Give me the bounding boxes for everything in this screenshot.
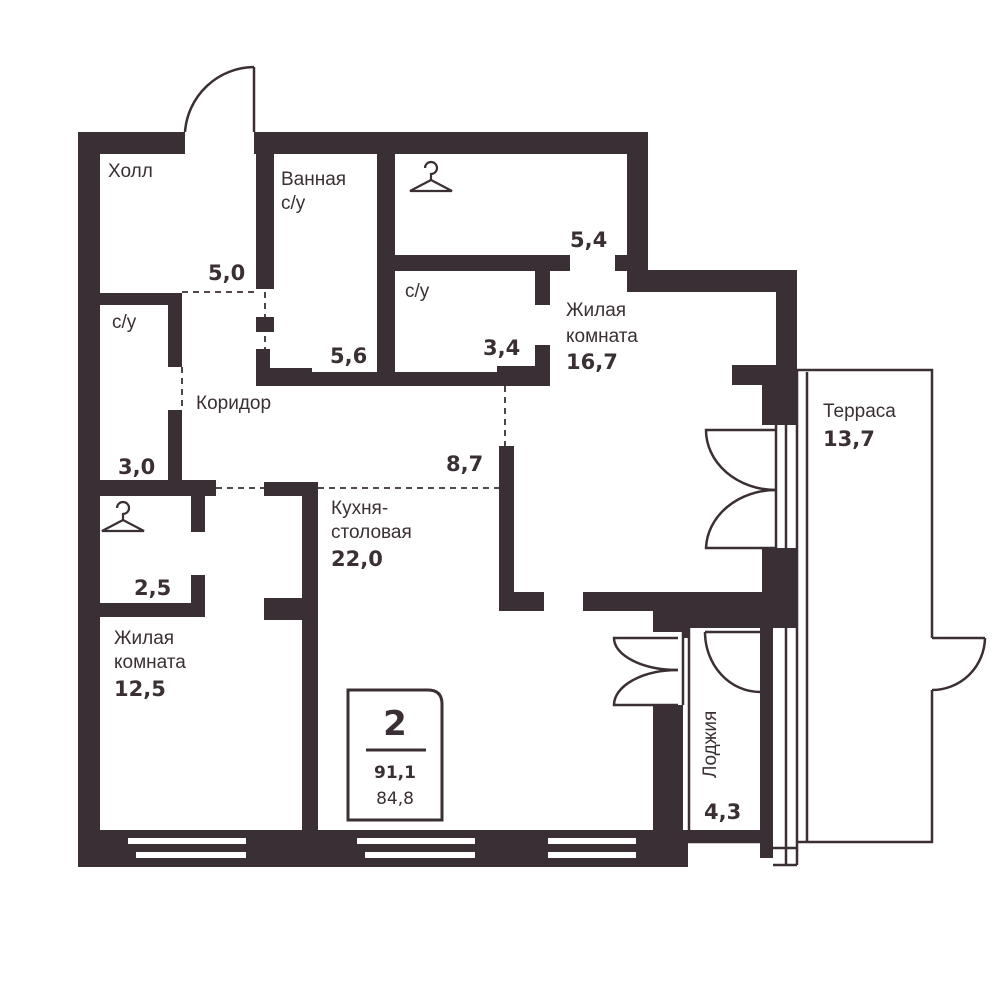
- loggia-area: 4,3: [704, 800, 741, 824]
- living-area: 84,8: [376, 789, 414, 809]
- wc-middle-area: 3,4: [483, 336, 520, 360]
- hall-area: 5,0: [208, 261, 245, 285]
- rooms-count: 2: [383, 704, 407, 744]
- terrace-name: Терраса: [823, 401, 896, 422]
- living-room-2-name: Жилая комната: [114, 628, 186, 673]
- total-area: 91,1: [374, 763, 416, 783]
- kitchen-area: 22,0: [331, 547, 383, 571]
- bath-area: 5,6: [330, 344, 367, 368]
- wc-left-name: с/у: [112, 312, 137, 333]
- closet-left-area: 2,5: [134, 576, 171, 600]
- kitchen-name: Кухня- столовая: [331, 498, 412, 543]
- apartment-badge: 2 91,1 84,8: [346, 688, 444, 822]
- windows: [128, 838, 636, 858]
- living-room-1-area: 16,7: [566, 350, 618, 374]
- hanger-icon: [101, 500, 145, 533]
- room-divider-lines: [181, 291, 506, 489]
- living-room-1-name: Жилая комната: [566, 300, 638, 347]
- walls: [78, 132, 797, 867]
- loggia-name: Лоджия: [700, 711, 721, 778]
- hall-name: Холл: [108, 161, 153, 182]
- living-room-2-area: 12,5: [114, 677, 166, 701]
- corridor-area: 8,7: [446, 452, 483, 476]
- wc-left-area: 3,0: [118, 455, 155, 479]
- doors: [183, 65, 987, 707]
- bath-name: Ванная с/у: [281, 169, 351, 214]
- thin-walls: [681, 368, 934, 867]
- terrace-area: 13,7: [823, 427, 875, 451]
- corridor-name: Коридор: [196, 393, 271, 414]
- closet-top-area: 5,4: [570, 228, 607, 252]
- wc-middle-name: с/у: [405, 281, 430, 302]
- hanger-icon: [409, 160, 453, 193]
